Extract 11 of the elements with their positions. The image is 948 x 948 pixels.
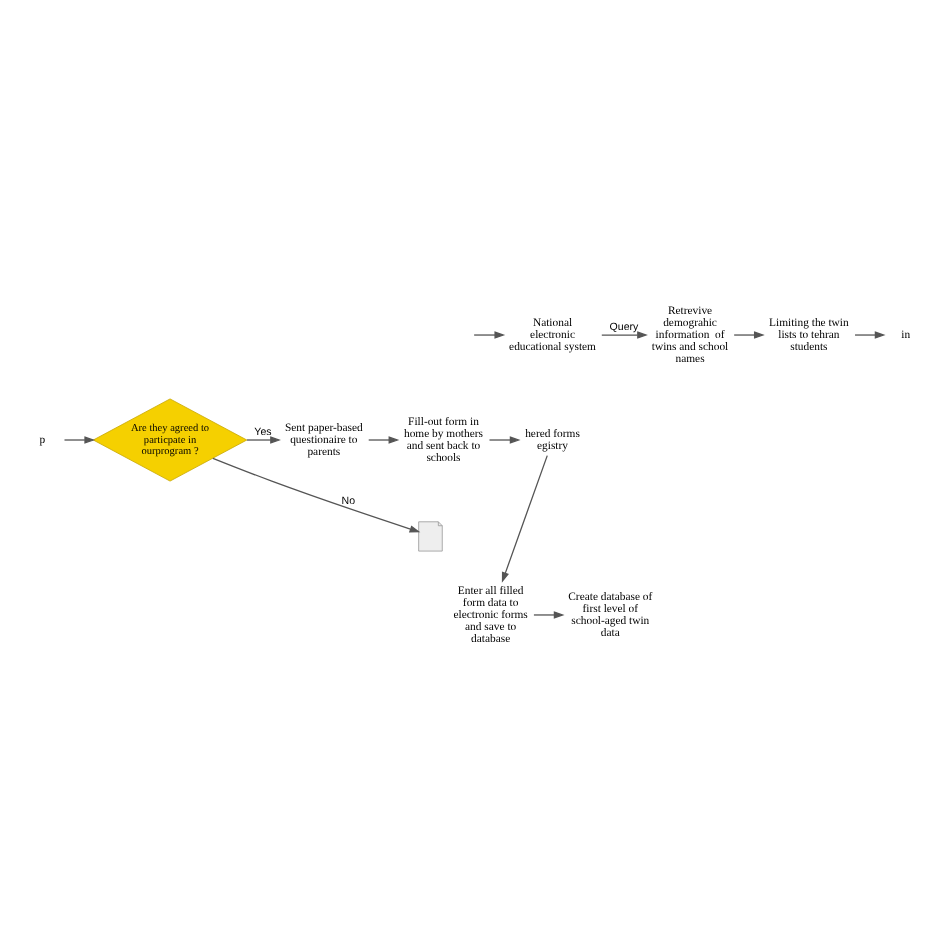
arrow <box>854 330 886 338</box>
arrow <box>533 610 565 618</box>
arrow <box>368 435 400 443</box>
arrow <box>601 330 648 338</box>
arrow <box>246 435 281 443</box>
arrow <box>473 330 506 338</box>
arrow <box>488 435 521 443</box>
arrow <box>63 435 96 443</box>
arrow <box>733 330 765 338</box>
arrow <box>212 456 421 532</box>
arrow <box>501 453 548 582</box>
